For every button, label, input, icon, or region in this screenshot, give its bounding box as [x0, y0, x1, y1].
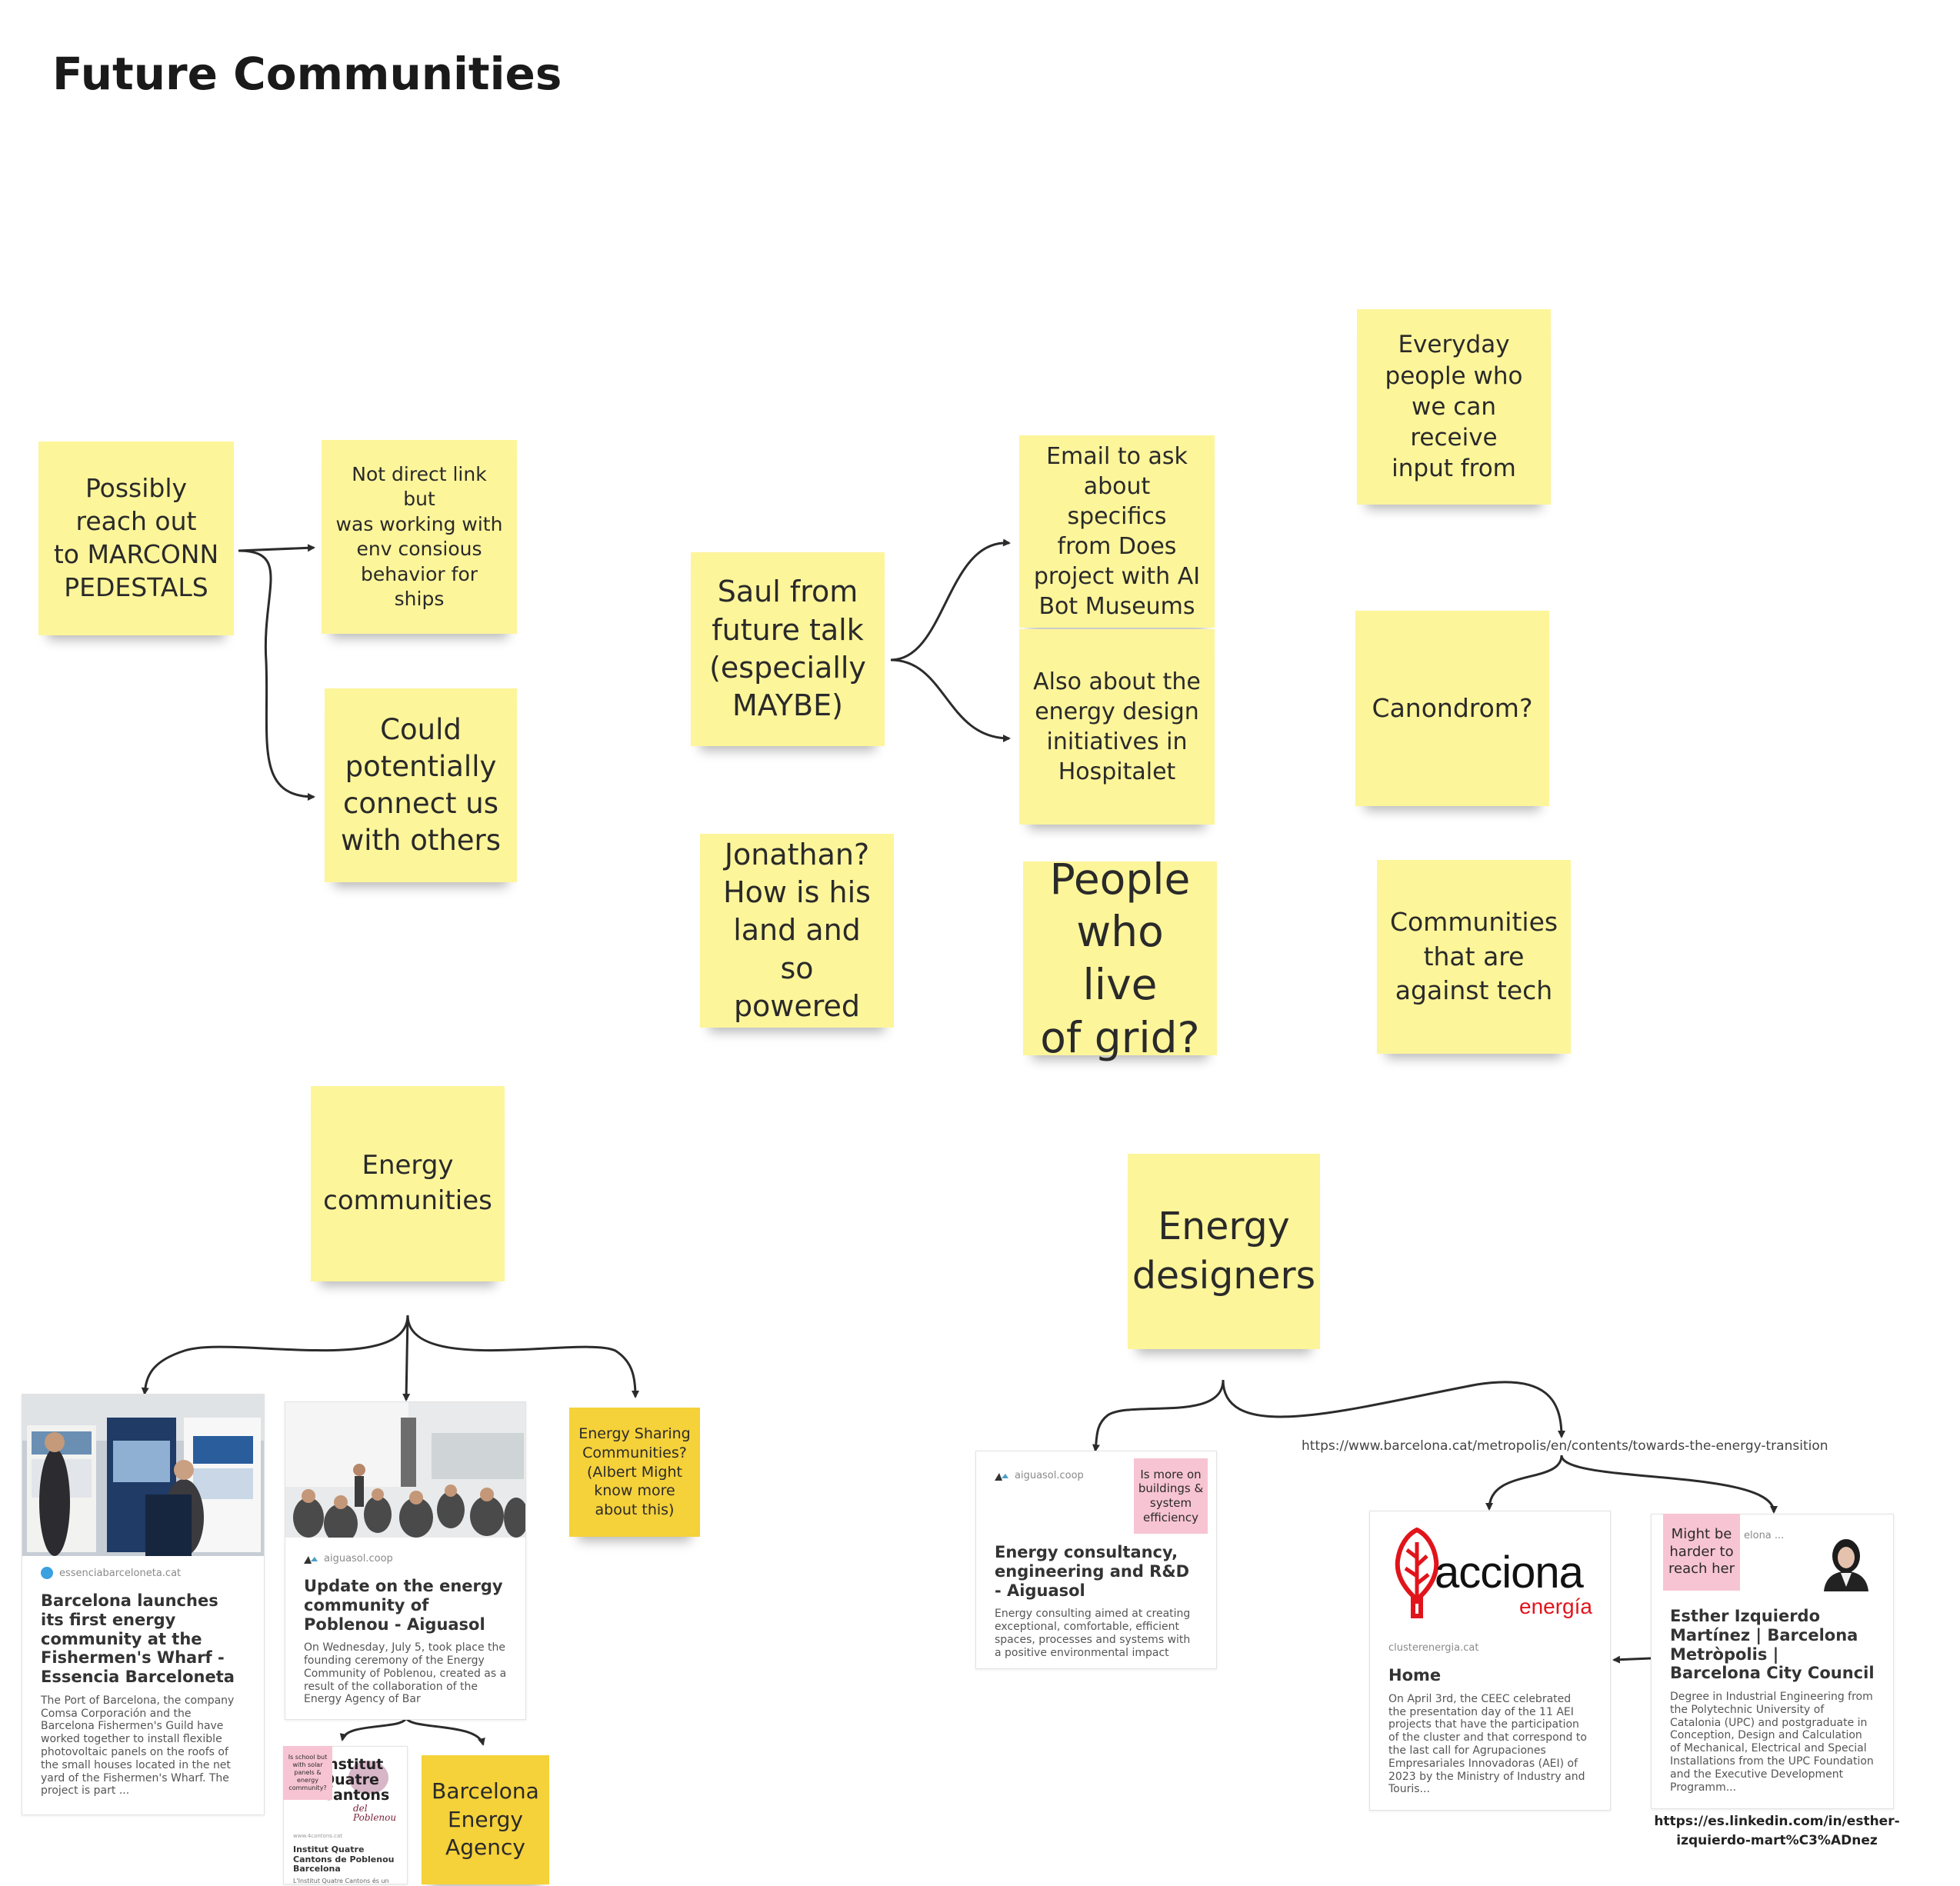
link-card-acciona[interactable]: acciona energía clusterenergia.cat Home … [1369, 1511, 1611, 1811]
acciona-tree-icon [1395, 1527, 1439, 1618]
card-title: Institut Quatre Cantons de Poblenou Barc… [293, 1844, 395, 1874]
sticky-energy-designers[interactable]: Energy designers [1128, 1154, 1320, 1349]
sticky-not-direct-link[interactable]: Not direct link but was working with env… [322, 440, 517, 634]
sticky-buildings-note[interactable]: Is more on buildings & system efficiency [1134, 1458, 1208, 1534]
sticky-against-tech[interactable]: Communities that are against tech [1377, 860, 1571, 1054]
board-title: Future Communities [52, 48, 562, 100]
sticky-harder-note[interactable]: Might be harder to reach her [1663, 1514, 1740, 1591]
arrow-marconn-to-notdirect [238, 544, 315, 552]
card-description: The Port of Barcelona, the company Comsa… [41, 1694, 235, 1798]
arrow-poblenou-to-bea [405, 1716, 485, 1746]
card-source: essenciabarceloneta.cat [41, 1567, 245, 1579]
sticky-energy-sharing[interactable]: Energy Sharing Communities? (Albert Migh… [569, 1408, 700, 1537]
link-card-poblenou[interactable]: aiguasol.coop Update on the energy commu… [285, 1401, 526, 1720]
arrow-designers-to-aiguasol [1092, 1379, 1225, 1452]
sticky-off-grid[interactable]: People who live of grid? [1023, 855, 1217, 1062]
arrow-energycomm-to-sharing [406, 1315, 639, 1398]
sticky-saul[interactable]: Saul from future talk (especially MAYBE) [691, 552, 885, 746]
aiguasol-logo-icon [304, 1554, 318, 1564]
sticky-canondrom[interactable]: Canondrom? [1355, 611, 1549, 806]
wharf-photo [22, 1395, 264, 1556]
sticky-hospitalet[interactable]: Also about the energy design initiatives… [1019, 629, 1215, 825]
arrow-designers-to-transition [1222, 1379, 1565, 1438]
globe-icon [41, 1567, 53, 1579]
card-source: www.4cantons.cat [293, 1833, 343, 1839]
sticky-barcelona-energy-agency[interactable]: Barcelona Energy Agency [422, 1755, 549, 1884]
arrow-poblenou-to-quatre [339, 1716, 408, 1741]
sticky-school-note[interactable]: Is school but with solar panels & energy… [283, 1746, 332, 1800]
sticky-could-connect[interactable]: Could potentially connect us with others [325, 688, 517, 882]
card-title: Home [1388, 1666, 1442, 1684]
arrow-saul-to-email [890, 538, 1011, 661]
card-title: Energy consultancy, engineering and R&D … [995, 1543, 1190, 1600]
arrow-transition-to-esther [1560, 1454, 1778, 1514]
arrow-marconn-to-couldconnect [238, 549, 315, 801]
arrow-esther-to-acciona [1612, 1655, 1652, 1664]
arrow-transition-to-acciona [1485, 1454, 1563, 1511]
card-description: Degree in Industrial Engineering from th… [1670, 1691, 1874, 1794]
quatre-cantons-logo: Institut Quatre Cantons del Poblenou [322, 1756, 397, 1824]
arrow-saul-to-hospitalet [890, 658, 1011, 742]
sticky-energy-communities[interactable]: Energy communities [311, 1086, 505, 1281]
avatar [1819, 1533, 1873, 1591]
energy-transition-link[interactable]: https://www.barcelona.cat/metropolis/en/… [1302, 1438, 1828, 1454]
link-card-esther[interactable]: elona ... Esther Izquierdo Martínez | Ba… [1651, 1514, 1894, 1809]
meeting-photo [285, 1402, 525, 1538]
linkedin-link[interactable]: https://es.linkedin.com/in/esther- izqui… [1654, 1814, 1900, 1848]
acciona-logo: acciona energía [1390, 1527, 1598, 1627]
sticky-marconn[interactable]: Possibly reach out to MARCONN PEDESTALS [38, 442, 234, 635]
sticky-email-ask[interactable]: Email to ask about specifics from Does p… [1019, 435, 1215, 628]
card-source: aiguasol.coop [304, 1553, 507, 1564]
card-description: L'Institut Quatre Cantons és un centre p… [293, 1877, 389, 1884]
arrow-energycomm-to-poblenou [402, 1315, 411, 1401]
card-source: elona ... [1744, 1530, 1785, 1541]
card-title: Update on the energy community of Poblen… [304, 1577, 503, 1634]
card-description: Energy consulting aimed at creating exce… [995, 1608, 1191, 1659]
card-description: On Wednesday, July 5, took place the fou… [304, 1641, 507, 1706]
card-source: clusterenergia.cat [1388, 1642, 1479, 1654]
card-title: Esther Izquierdo Martínez | Barcelona Me… [1670, 1607, 1875, 1683]
sticky-jonathan[interactable]: Jonathan? How is his land and so powered [700, 834, 894, 1028]
arrow-energycomm-to-essencia [141, 1315, 409, 1395]
sticky-everyday-people[interactable]: Everyday people who we can receive input… [1357, 309, 1551, 505]
card-source: aiguasol.coop [995, 1470, 1198, 1481]
aiguasol-logo-icon [995, 1471, 1008, 1481]
card-description: On April 3rd, the CEEC celebrated the pr… [1388, 1692, 1587, 1796]
card-title: Barcelona launches its first energy comm… [41, 1591, 235, 1687]
link-card-essencia[interactable]: essenciabarceloneta.cat Barcelona launch… [22, 1394, 265, 1815]
